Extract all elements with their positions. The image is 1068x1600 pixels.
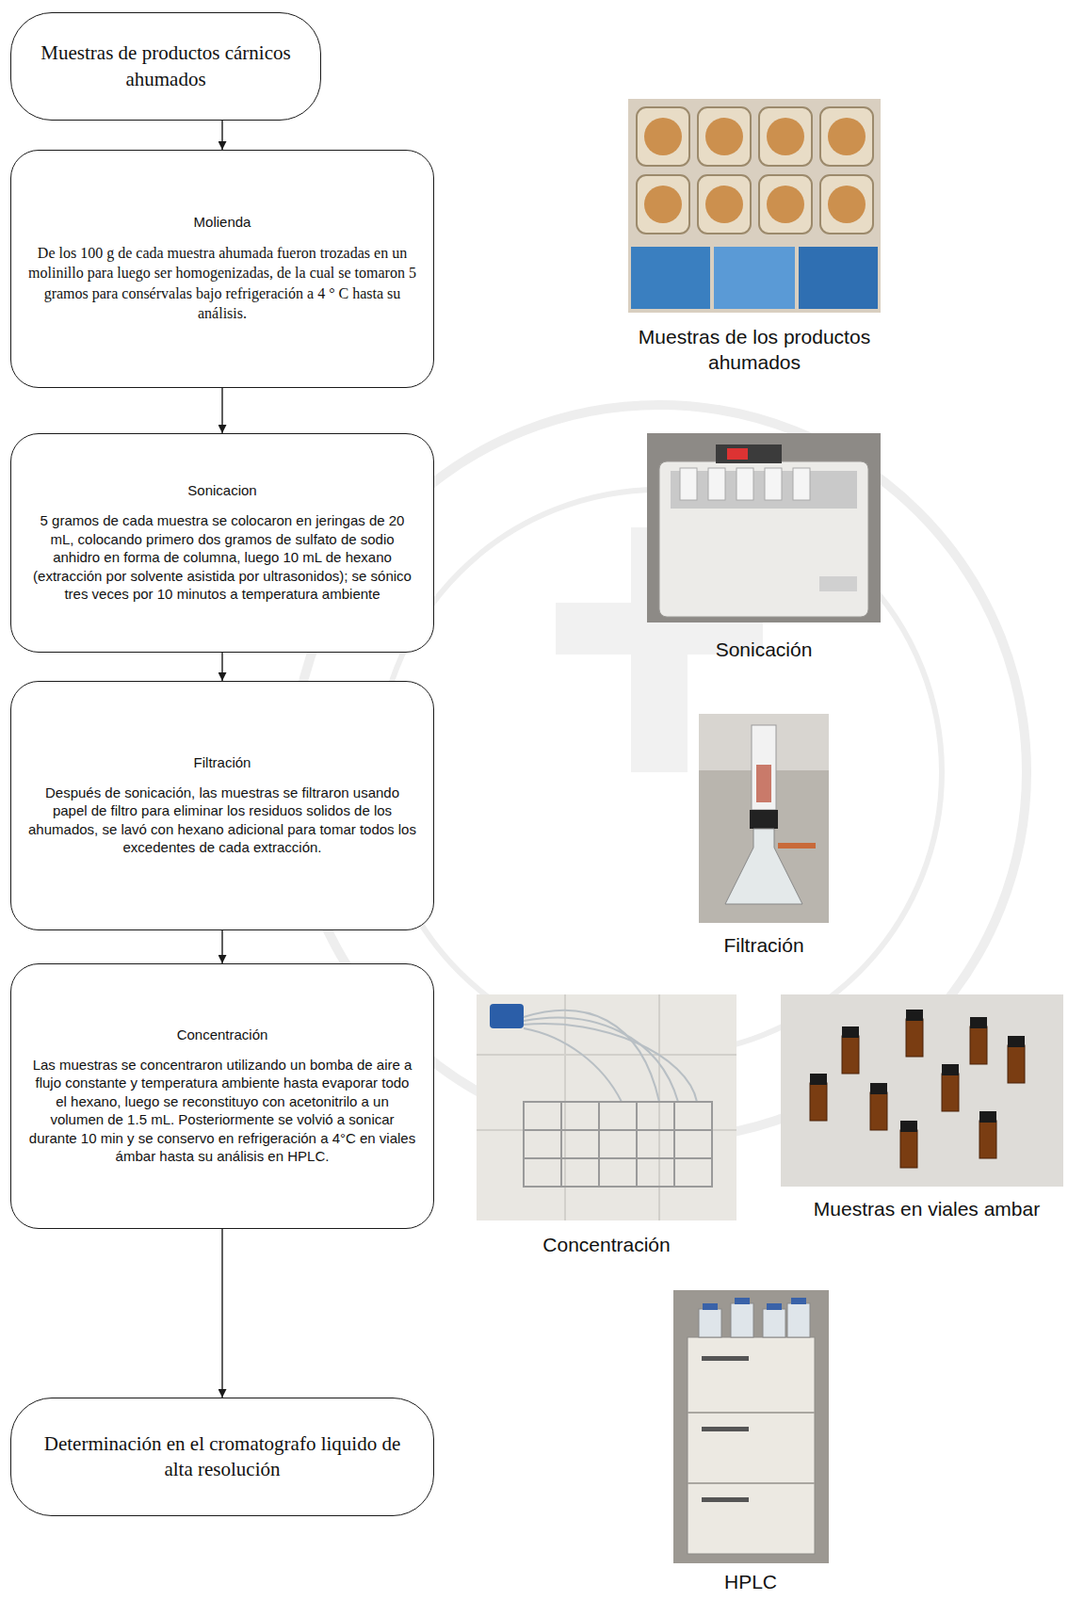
step-heading: Concentración (177, 1026, 269, 1045)
photo-caption: Filtración (660, 932, 868, 958)
process-box: Molienda De los 100 g de cada muestra ahu… (10, 149, 435, 389)
concentration-photo (476, 994, 737, 1221)
step-text: Las muestras se concentraron utilizando … (28, 1055, 417, 1166)
photo-caption: Concentración (493, 1231, 720, 1258)
process-box: Muestras de productos cárnicos ahumados (10, 12, 322, 121)
step-text: Muestras de productos cárnicos ahumados (28, 40, 304, 93)
process-box: Sonicacion 5 gramos de cada muestra se co… (10, 433, 435, 653)
process-box: ConcentraciónLas muestras se concentraro… (10, 963, 435, 1230)
step-text: 5 gramos de cada muestra se colocaron en… (28, 511, 417, 604)
hplc-photo (673, 1290, 829, 1564)
step-text: Después de sonicación, las muestras se f… (28, 783, 417, 858)
samples-photo (628, 98, 881, 313)
process-box: FiltraciónDespués de sonicación, las mue… (10, 680, 435, 931)
photo-caption: Sonicación (650, 636, 877, 663)
flow-arrow (221, 1229, 223, 1398)
flow-arrow (221, 930, 223, 964)
flow-arrow (221, 652, 223, 681)
filtration-photo (698, 713, 829, 923)
photo-caption: Muestras en viales ambar (794, 1196, 1059, 1222)
step-heading: Filtración (194, 754, 252, 773)
vials-photo (780, 994, 1064, 1187)
step-text: Determinación en el cromatografo liquido… (28, 1431, 417, 1484)
process-box: Determinación en el cromatografo liquido… (10, 1397, 435, 1517)
photo-caption: HPLC (656, 1569, 845, 1595)
step-heading: Molienda (194, 213, 252, 232)
photo-caption: Muestras de los productos ahumados (598, 323, 910, 376)
flow-arrow (221, 388, 223, 434)
step-heading: Sonicacion (187, 482, 257, 501)
sonicator-photo (647, 433, 881, 623)
step-text: De los 100 g de cada muestra ahumada fue… (28, 242, 417, 324)
flow-arrow (221, 120, 223, 150)
